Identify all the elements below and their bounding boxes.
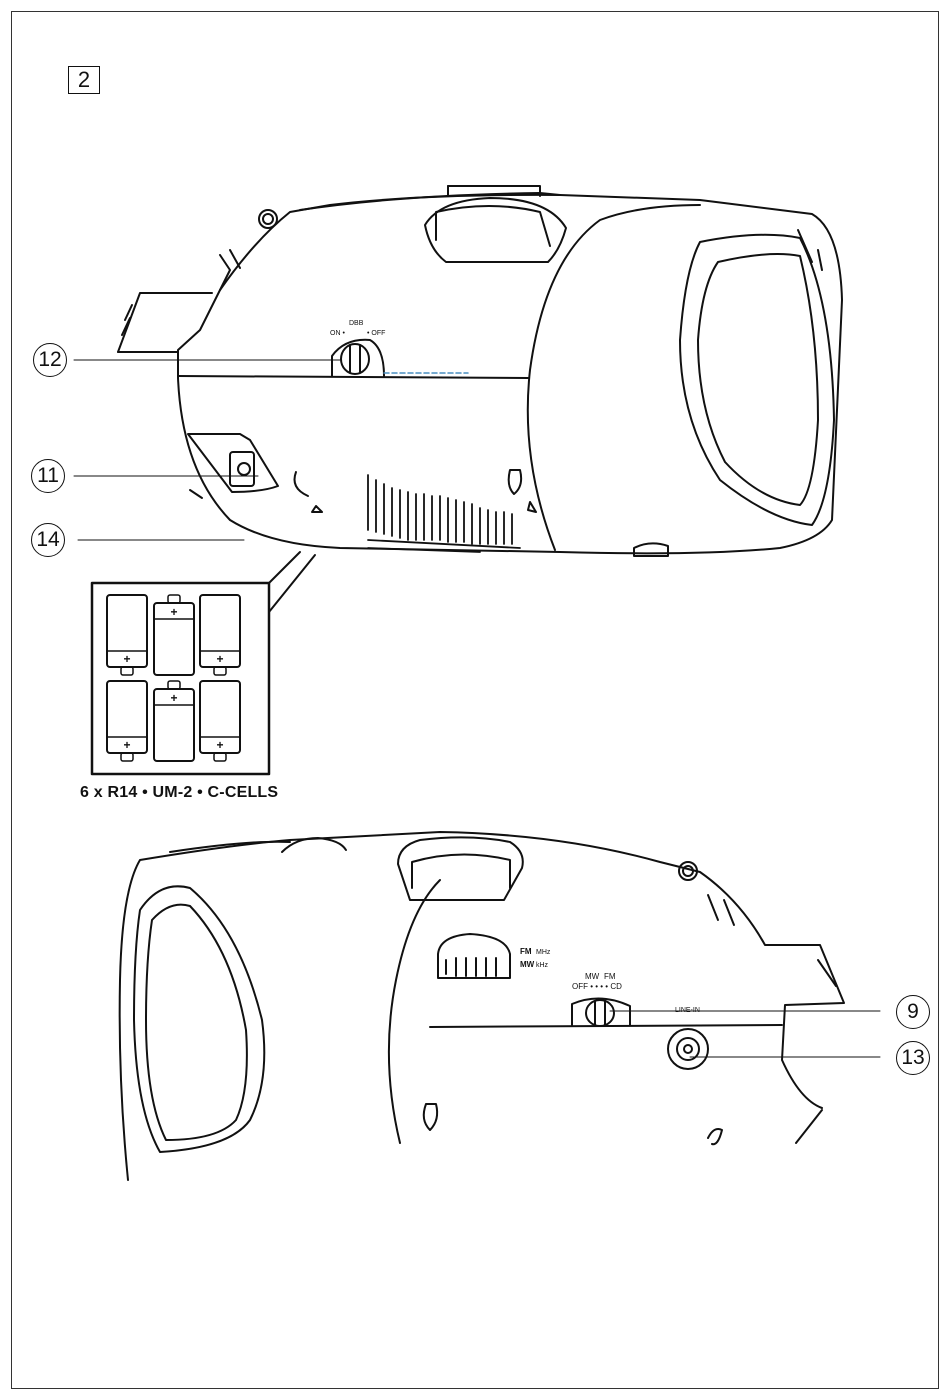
callout-12: 12 xyxy=(33,343,67,377)
line-in-label: LINE-IN xyxy=(675,1007,700,1014)
battery-polarity-label: + xyxy=(170,605,177,619)
battery-caption: 6 x R14 • UM-2 • C-CELLS xyxy=(80,784,279,801)
battery-cell: + xyxy=(199,594,241,676)
battery-polarity-label: + xyxy=(170,691,177,705)
callout-9: 9 xyxy=(896,995,930,1029)
band-fm-label: FM xyxy=(520,947,532,956)
top-unit-drawing xyxy=(117,185,843,557)
battery-cell: + xyxy=(153,680,195,762)
band-fm-unit: MHz xyxy=(536,949,551,956)
dbb-on-label: ON • xyxy=(330,330,345,337)
battery-cells: + + + + + + xyxy=(106,594,241,762)
battery-cell: + xyxy=(106,680,148,762)
battery-polarity-label: + xyxy=(216,652,223,666)
dbb-off-label: • OFF xyxy=(367,330,386,337)
battery-cell: + xyxy=(199,680,241,762)
callout-14: 14 xyxy=(31,523,65,557)
source-mw-label: MW xyxy=(585,972,600,981)
bottom-unit-drawing xyxy=(118,831,845,1181)
band-mw-unit: kHz xyxy=(536,962,549,969)
source-fm-label: FM xyxy=(604,972,616,981)
battery-cell: + xyxy=(106,594,148,676)
battery-polarity-label: + xyxy=(123,652,130,666)
dbb-label: DBB xyxy=(349,320,364,327)
callout-11: 11 xyxy=(31,459,65,493)
source-scale-label: OFF • • • • CD xyxy=(572,982,622,991)
band-mw-label: MW xyxy=(520,960,535,969)
battery-cell: + xyxy=(153,594,195,676)
battery-polarity-label: + xyxy=(123,738,130,752)
figure-number: 2 xyxy=(68,66,100,94)
battery-compartment xyxy=(90,551,316,776)
callout-13: 13 xyxy=(896,1041,930,1075)
battery-polarity-label: + xyxy=(216,738,223,752)
page-frame xyxy=(11,11,939,1389)
